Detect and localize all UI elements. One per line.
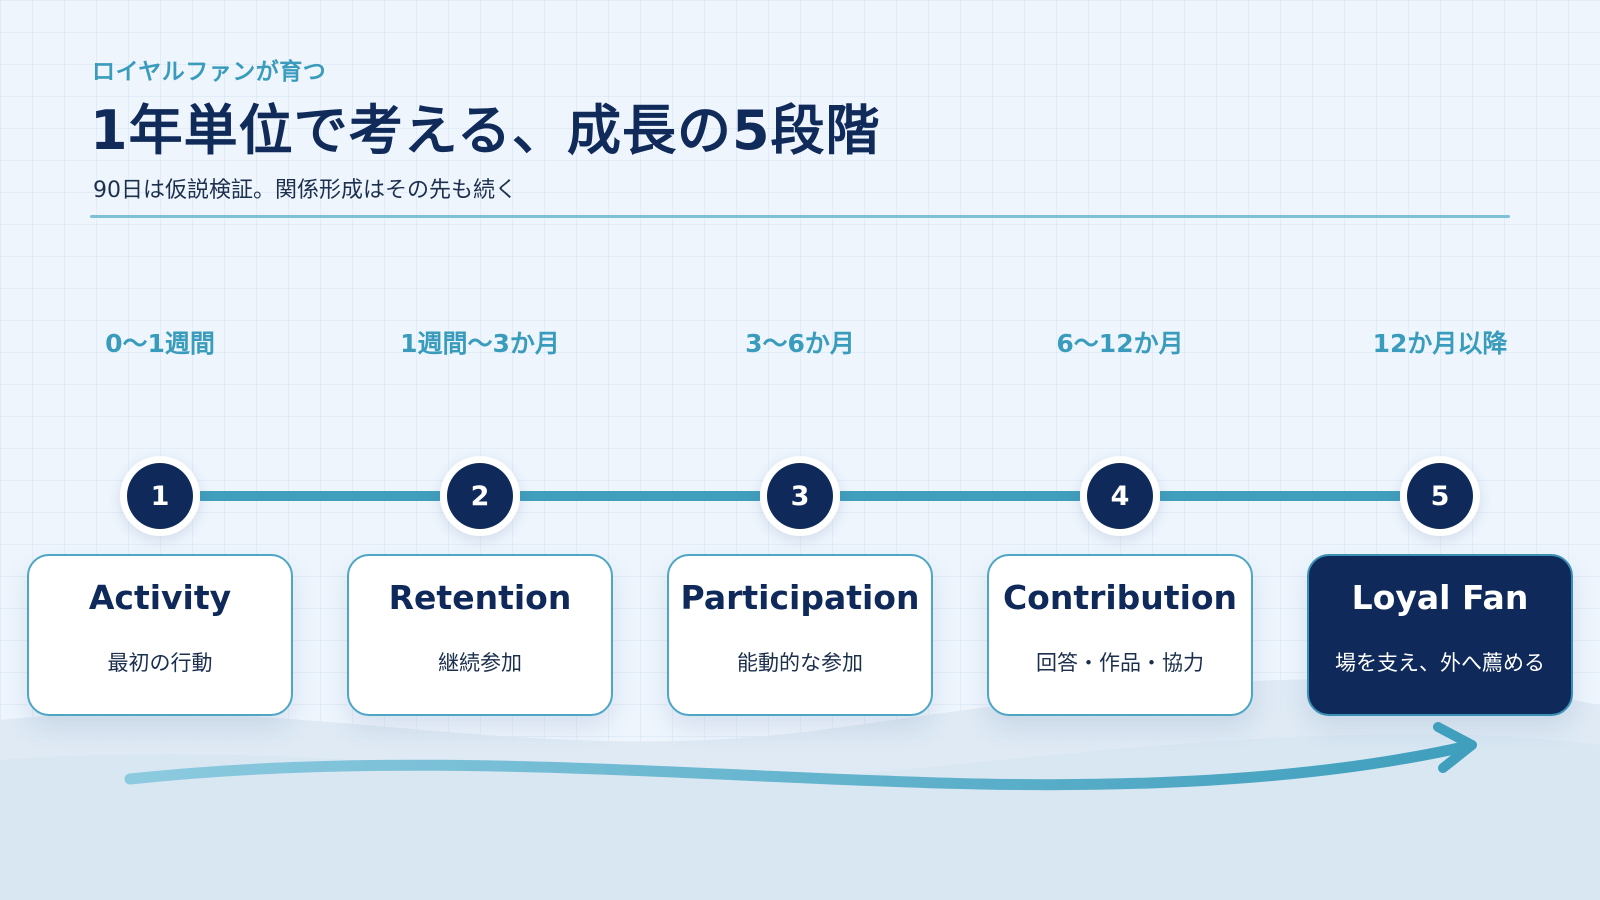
stage-5-description: 場を支え、外へ薦める	[1335, 651, 1545, 675]
stage-1-node: 1	[120, 456, 200, 536]
page-subtitle: 90日は仮説検証。関係形成はその先も続く	[93, 178, 517, 203]
header-divider	[90, 215, 1510, 218]
stage-3-period: 3〜6か月	[745, 329, 855, 358]
stage-1-period: 0〜1週間	[105, 329, 215, 358]
stage-3-title: Participation	[680, 578, 920, 617]
connector-2-3	[520, 491, 760, 501]
stage-4-node: 4	[1080, 456, 1160, 536]
stage-2-title: Retention	[388, 578, 572, 617]
stage-3-card: Participation 能動的な参加	[667, 554, 933, 716]
stage-4-card: Contribution 回答・作品・協力	[987, 554, 1253, 716]
stage-1-description: 最初の行動	[107, 651, 213, 675]
stage-2-period: 1週間〜3か月	[400, 329, 560, 358]
page-title: 1年単位で考える、成長の5段階	[90, 99, 881, 162]
stage-2-node: 2	[440, 456, 520, 536]
stage-2-description: 継続参加	[438, 651, 522, 675]
stage-4-description: 回答・作品・協力	[1036, 651, 1204, 675]
connector-4-5	[1160, 491, 1400, 501]
stage-2-number: 2	[447, 463, 513, 529]
stage-3-number: 3	[767, 463, 833, 529]
stage-5-node: 5	[1400, 456, 1480, 536]
eyebrow-label: ロイヤルファンが育つ	[92, 59, 327, 85]
connector-1-2	[200, 491, 440, 501]
stage-5-period: 12か月以降	[1372, 329, 1508, 358]
stage-1-title: Activity	[88, 578, 232, 617]
stage-5-card: Loyal Fan 場を支え、外へ薦める	[1307, 554, 1573, 716]
stage-1-card: Activity 最初の行動	[27, 554, 293, 716]
stage-5-title: Loyal Fan	[1351, 578, 1529, 617]
stage-4-title: Contribution	[1002, 578, 1238, 617]
stage-4-period: 6〜12か月	[1056, 329, 1184, 358]
connector-3-4	[840, 491, 1080, 501]
stage-2-card: Retention 継続参加	[347, 554, 613, 716]
stage-3-node: 3	[760, 456, 840, 536]
stage-3-description: 能動的な参加	[737, 651, 863, 675]
stage-4-number: 4	[1087, 463, 1153, 529]
stage-5-number: 5	[1407, 463, 1473, 529]
stage-1-number: 1	[127, 463, 193, 529]
